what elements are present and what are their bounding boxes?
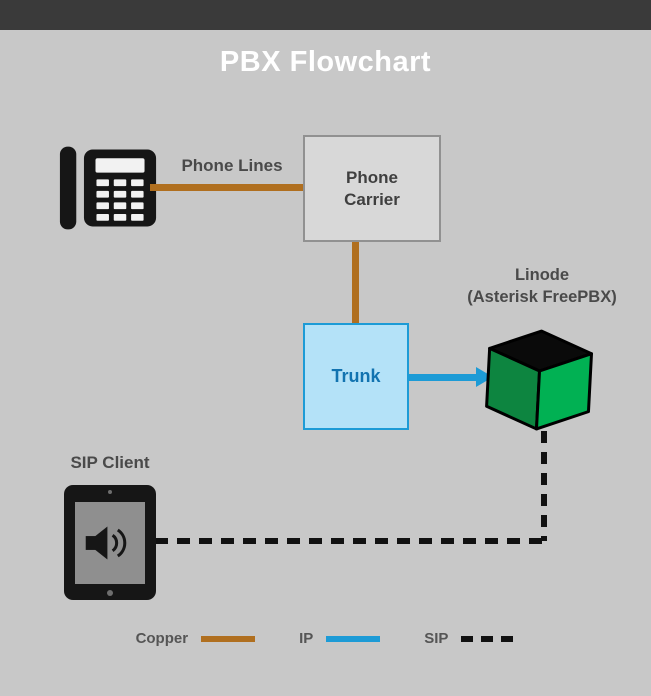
sip-line-to-sip-client <box>155 538 547 544</box>
tablet-home-dot <box>107 590 113 596</box>
legend-item-copper: Copper <box>136 630 256 647</box>
legend-copper-label: Copper <box>135 630 189 647</box>
ip-line-trunk-to-linode <box>409 374 476 381</box>
sip-client-label: SIP Client <box>70 453 150 472</box>
legend-sip-label: SIP <box>424 630 449 647</box>
page-title: PBX Flowchart <box>219 46 432 78</box>
sip-line-linode-down <box>541 431 547 541</box>
phone-carrier-label: Phone Carrier <box>344 168 400 209</box>
copper-line-carrier-to-trunk <box>352 240 359 325</box>
speaker-icon <box>85 526 127 559</box>
linode-label-line1: Linode <box>514 266 570 284</box>
legend-ip-line-swatch <box>326 635 381 642</box>
tablet-speaker-icon <box>64 485 156 600</box>
linode-label-line2: (Asterisk FreePBX) <box>467 288 617 307</box>
tablet-screen <box>75 501 145 584</box>
linode-cube-icon <box>485 329 594 431</box>
legend-sip-line-swatch <box>461 635 516 642</box>
copper-line-phone-to-carrier <box>150 184 303 191</box>
header-bar <box>0 0 651 30</box>
legend: Copper IP SIP <box>0 630 651 647</box>
legend-item-sip: SIP <box>424 630 516 647</box>
legend-ip-label: IP <box>299 630 314 647</box>
trunk-label: Trunk <box>331 366 381 386</box>
phone-lines-label: Phone Lines <box>181 156 283 175</box>
trunk-node: Trunk <box>303 323 409 430</box>
desk-phone-icon <box>59 146 157 230</box>
legend-item-ip: IP <box>299 630 381 647</box>
linode-label: Linode (Asterisk FreePBX) <box>433 264 651 309</box>
legend-copper-line-swatch <box>201 635 256 642</box>
phone-carrier-node: Phone Carrier <box>303 135 441 242</box>
tablet-camera-dot <box>108 490 112 494</box>
